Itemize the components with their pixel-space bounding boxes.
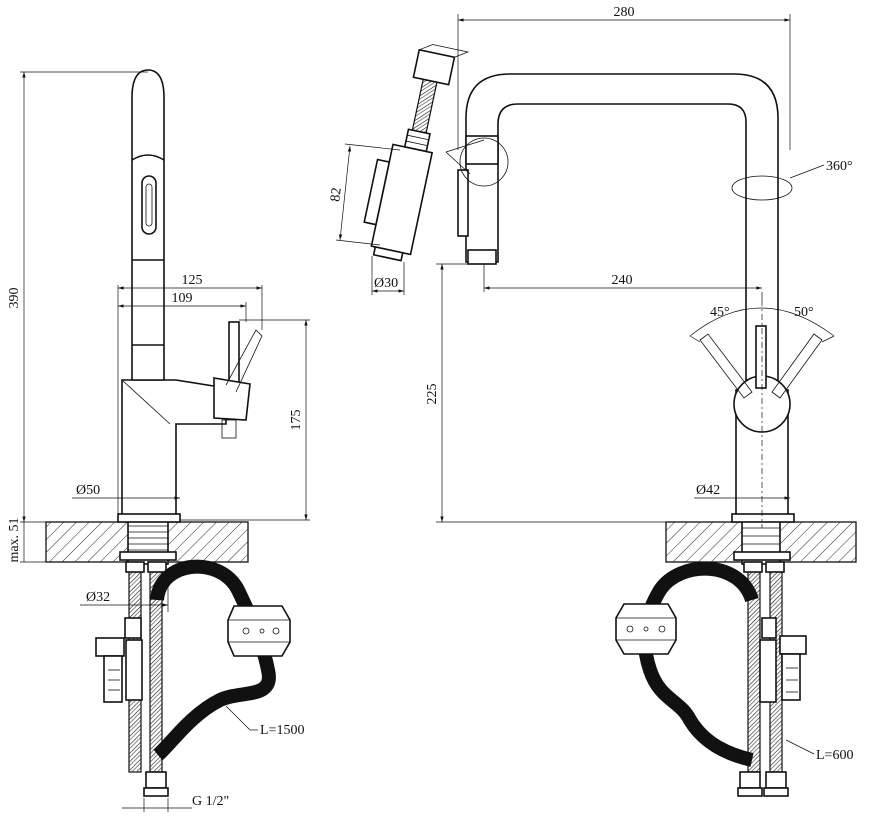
dim-reach-inner: 109 (172, 291, 193, 306)
dim-spout-reach: 240 (612, 273, 633, 288)
dim-width-total: 280 (614, 5, 635, 20)
dim-hose-length-main: L=1500 (260, 723, 304, 738)
shutoff-valve-right (759, 617, 807, 703)
pullout-hose-left (150, 559, 276, 761)
shank-threads-right (733, 519, 791, 565)
dim-spout-height: 225 (425, 384, 440, 405)
counterweight-right (615, 603, 677, 655)
dim-spray-diameter: Ø30 (374, 276, 398, 291)
swivel-indicator (731, 175, 793, 201)
front-view: 280 360° 240 45° 50° 225 Ø42 L=600 (425, 5, 857, 797)
spout-arc-front (465, 73, 779, 381)
dim-body-diameter: Ø42 (696, 483, 720, 498)
dim-hose-length-supply: L=600 (816, 748, 853, 763)
spray-head-detail: 82 Ø30 (328, 44, 470, 295)
side-view: 390 max. 51 125 109 175 Ø50 Ø32 G 1/2" L… (7, 69, 310, 812)
counterweight-left (227, 605, 291, 657)
lever-handle-front (755, 325, 767, 389)
base-ring-right (731, 513, 795, 523)
shutoff-valve-left (95, 617, 143, 703)
dimension-lines-spray (335, 143, 405, 295)
dim-max-deck: max. 51 (7, 517, 22, 562)
dim-height-total: 390 (7, 288, 22, 309)
shank-threads-left (119, 519, 177, 565)
dim-base-diameter: Ø50 (76, 483, 100, 498)
dim-shank-diameter: Ø32 (86, 590, 110, 605)
dim-spray-length: 82 (328, 187, 344, 202)
dim-connection-thread: G 1/2" (192, 794, 229, 809)
dim-angle-left: 45° (710, 305, 730, 320)
dim-swivel: 360° (826, 159, 853, 174)
dim-angle-right: 50° (794, 305, 814, 320)
dim-lever-height: 175 (289, 410, 304, 431)
faucet-body-side (121, 379, 227, 519)
dimension-lines-front (436, 14, 835, 755)
dim-reach-outer: 125 (182, 273, 203, 288)
base-ring-left (117, 513, 181, 523)
spray-button-side (141, 175, 157, 235)
dimension-lines-side (20, 71, 310, 812)
